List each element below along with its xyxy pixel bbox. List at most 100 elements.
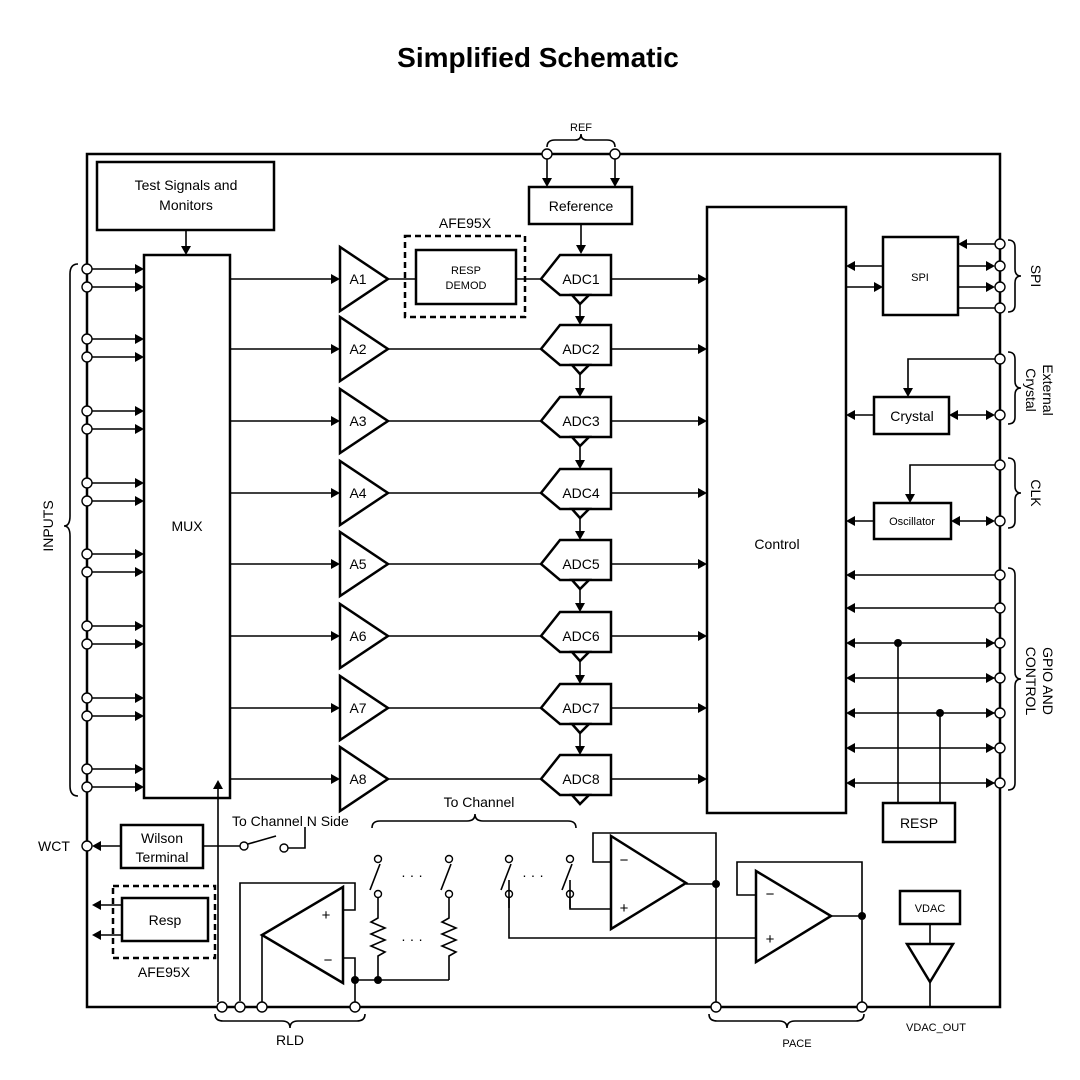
rld-amp-plus: + [322, 907, 331, 924]
pace-amp1-junction [712, 880, 720, 888]
control-block [705, 205, 848, 815]
input-arrow-10 [135, 567, 144, 577]
resistor-2 [439, 908, 459, 980]
spi-terminal-3 [994, 281, 1006, 293]
input-arrow-5 [135, 406, 144, 416]
amplifier-a6-label: A6 [349, 628, 366, 644]
channel-switch-4-top-contact [565, 854, 575, 864]
spi-pin-2-arrow [986, 261, 995, 271]
rld-label: RLD [276, 1032, 304, 1048]
gpio-terminal-5 [994, 707, 1006, 719]
test-signals-label-line2: Monitors [159, 197, 213, 213]
reference-to-adc1-arrow [576, 245, 586, 254]
amplifier-a2 [338, 314, 391, 384]
gpio-arrow-left-5 [846, 708, 855, 718]
gpio-arrow-left-1 [846, 570, 855, 580]
pace-amplifier-2 [754, 868, 834, 965]
resp-right-label: RESP [900, 815, 938, 831]
mux-to-amp2-arrow [331, 344, 340, 354]
gpio-arrow-left-2 [846, 603, 855, 613]
input-terminal-10 [81, 566, 93, 578]
rld-terminal-4 [349, 1001, 361, 1013]
wilson-to-wct-arrow [92, 841, 101, 851]
channel-switch-1-bottom-contact [373, 889, 383, 899]
input-terminal-15 [81, 763, 93, 775]
oscillator-to-control-arrow [846, 516, 855, 526]
adc6-block [539, 610, 613, 654]
rld-brace [214, 1013, 366, 1029]
spi-terminal-2 [994, 260, 1006, 272]
amplifier-a1-label: A1 [349, 271, 366, 287]
gpio-arrow-right-5 [986, 708, 995, 718]
gpio-terminal-1 [994, 569, 1006, 581]
vdac-buffer [904, 942, 956, 985]
amplifier-a5 [338, 529, 391, 599]
amplifier-a2-label: A2 [349, 341, 366, 357]
ref-terminal-2 [609, 148, 621, 160]
wilson-label-line1: Wilson [141, 830, 183, 846]
gpio-arrow-left-7 [846, 778, 855, 788]
input-arrow-11 [135, 621, 144, 631]
ref-label: REF [570, 122, 592, 134]
input-terminal-12 [81, 638, 93, 650]
pace-terminal-1 [710, 1001, 722, 1013]
crystal-to-control-arrow [846, 410, 855, 420]
spi-block [881, 235, 960, 317]
input-terminal-16 [81, 781, 93, 793]
wct-terminal [81, 840, 93, 852]
resp-demod-block [414, 248, 518, 306]
resp-right-block [881, 801, 957, 844]
spi-pin-1-arrow [958, 239, 967, 249]
channel-switch-3-blade [500, 863, 512, 891]
to-channel-n-side-label: To Channel N Side [232, 813, 349, 829]
pace-amp2-output-wire [831, 915, 863, 1002]
resp-bottom-label: Resp [149, 912, 182, 928]
amplifier-a3 [338, 386, 391, 456]
resp-out-2-arrow [92, 930, 101, 940]
test-signals-to-mux-arrow [181, 246, 191, 255]
switch-dots-2: · · · [522, 867, 544, 883]
amplifier-a3-label: A3 [349, 413, 366, 429]
ref-brace [546, 133, 616, 148]
crystal-bidir-arrow-right [986, 410, 995, 420]
amplifier-a5-label: A5 [349, 556, 366, 572]
gpio-terminal-6 [994, 742, 1006, 754]
adc7-block [539, 682, 613, 726]
resp-right-junction-2 [936, 709, 944, 717]
resp-demod-label-line1: RESP [451, 265, 481, 277]
diagram-title: Simplified Schematic [397, 42, 679, 73]
resistor-1 [368, 908, 388, 980]
adc7-to-control-arrow [698, 703, 707, 713]
input-terminal-2 [81, 281, 93, 293]
clk-terminal-1 [994, 459, 1006, 471]
ref-arrow-1 [542, 178, 552, 187]
adc7-label: ADC7 [562, 700, 600, 716]
wct-feed-arrow [213, 780, 223, 789]
channel-switch-1-top-contact [373, 854, 383, 864]
vdac-label: VDAC [915, 903, 946, 915]
input-arrow-13 [135, 693, 144, 703]
spi-brace [1007, 239, 1022, 313]
adc7-clock-notch [569, 722, 593, 735]
input-arrow-3 [135, 334, 144, 344]
input-terminal-7 [81, 477, 93, 489]
amplifier-a7-label: A7 [349, 700, 366, 716]
adc6-to-control-arrow [698, 631, 707, 641]
pace-amp2-plus: + [766, 931, 775, 948]
channel-switch-4-blade [561, 863, 573, 891]
clk-brace [1007, 457, 1022, 529]
pace-amp1-plus-wire [569, 880, 611, 910]
crystal-brace [1007, 351, 1022, 425]
adc4-to-adc5-arrow [575, 531, 585, 540]
input-terminal-8 [81, 495, 93, 507]
rld-minus-wire [343, 957, 356, 1002]
gpio-arrow-left-4 [846, 673, 855, 683]
crystal-feed-wire [907, 358, 995, 389]
adc8-to-control-arrow [698, 774, 707, 784]
adc4-block [539, 467, 613, 511]
input-arrow-14 [135, 711, 144, 721]
adc8-label: ADC8 [562, 771, 600, 787]
rld-terminal-3 [256, 1001, 268, 1013]
